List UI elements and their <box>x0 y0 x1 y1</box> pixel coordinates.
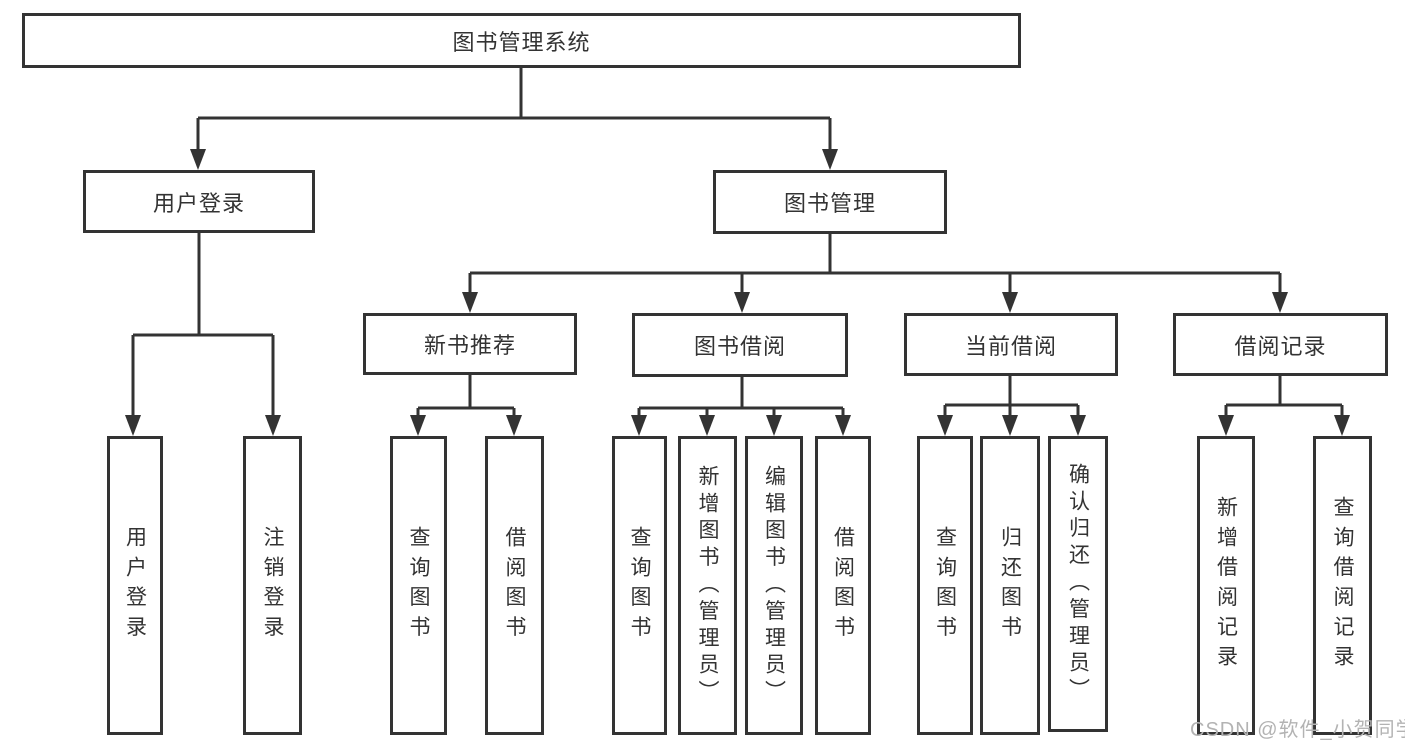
csdn-watermark: CSDN @软件_小贺同学 <box>1190 719 1405 741</box>
leaf-borrow-book-2: 借阅图书 <box>815 436 871 735</box>
leaf-confirm-return-admin: 确认归还（管理员） <box>1048 436 1108 732</box>
leaf-confirm-return-admin-label: 确认归还（管理员） <box>1066 463 1090 705</box>
node-root: 图书管理系统 <box>22 13 1021 68</box>
leaf-query-book-3-label: 查询图书 <box>933 525 957 646</box>
leaf-add-borrow-record: 新增借阅记录 <box>1197 436 1255 735</box>
node-book-management: 图书管理 <box>713 170 947 234</box>
leaf-borrow-book-1-label: 借阅图书 <box>503 525 526 646</box>
leaf-logout-label: 注销登录 <box>261 525 284 646</box>
leaf-edit-book-admin-label: 编辑图书（管理员） <box>762 464 786 707</box>
leaf-borrow-book-2-label: 借阅图书 <box>831 525 855 646</box>
leaf-add-book-admin: 新增图书（管理员） <box>678 436 737 735</box>
leaf-borrow-book-1: 借阅图书 <box>485 436 544 735</box>
leaf-return-book-label: 归还图书 <box>998 525 1022 646</box>
node-borrow-records-label: 借阅记录 <box>1234 333 1327 359</box>
node-borrow-records: 借阅记录 <box>1173 313 1388 376</box>
leaf-add-book-admin-label: 新增图书（管理员） <box>696 464 719 707</box>
node-user-login-label: 用户登录 <box>152 190 245 216</box>
leaf-query-book-2-label: 查询图书 <box>628 525 651 646</box>
node-new-book-recommend-label: 新书推荐 <box>423 333 516 358</box>
leaf-query-borrow-record-label: 查询借阅记录 <box>1331 496 1354 675</box>
leaf-return-book: 归还图书 <box>980 436 1040 735</box>
leaf-add-borrow-record-label: 新增借阅记录 <box>1214 496 1238 675</box>
leaf-logout: 注销登录 <box>243 436 302 735</box>
node-root-label: 图书管理系统 <box>452 29 591 55</box>
leaf-user-login-label: 用户登录 <box>123 525 147 646</box>
leaf-query-book-2: 查询图书 <box>612 436 667 735</box>
leaf-query-borrow-record: 查询借阅记录 <box>1313 436 1372 735</box>
node-book-borrow-label: 图书借阅 <box>693 334 786 359</box>
node-book-management-label: 图书管理 <box>783 191 876 216</box>
leaf-query-book-3: 查询图书 <box>917 436 973 735</box>
leaf-edit-book-admin: 编辑图书（管理员） <box>745 436 803 735</box>
leaf-query-book-1-label: 查询图书 <box>407 525 430 646</box>
leaf-query-book-1: 查询图书 <box>390 436 447 735</box>
node-current-borrow-label: 当前借阅 <box>964 333 1057 359</box>
node-book-borrow: 图书借阅 <box>632 313 848 377</box>
node-new-book-recommend: 新书推荐 <box>363 313 577 375</box>
node-current-borrow: 当前借阅 <box>904 313 1118 376</box>
leaf-user-login: 用户登录 <box>107 436 163 735</box>
node-user-login: 用户登录 <box>83 170 315 233</box>
